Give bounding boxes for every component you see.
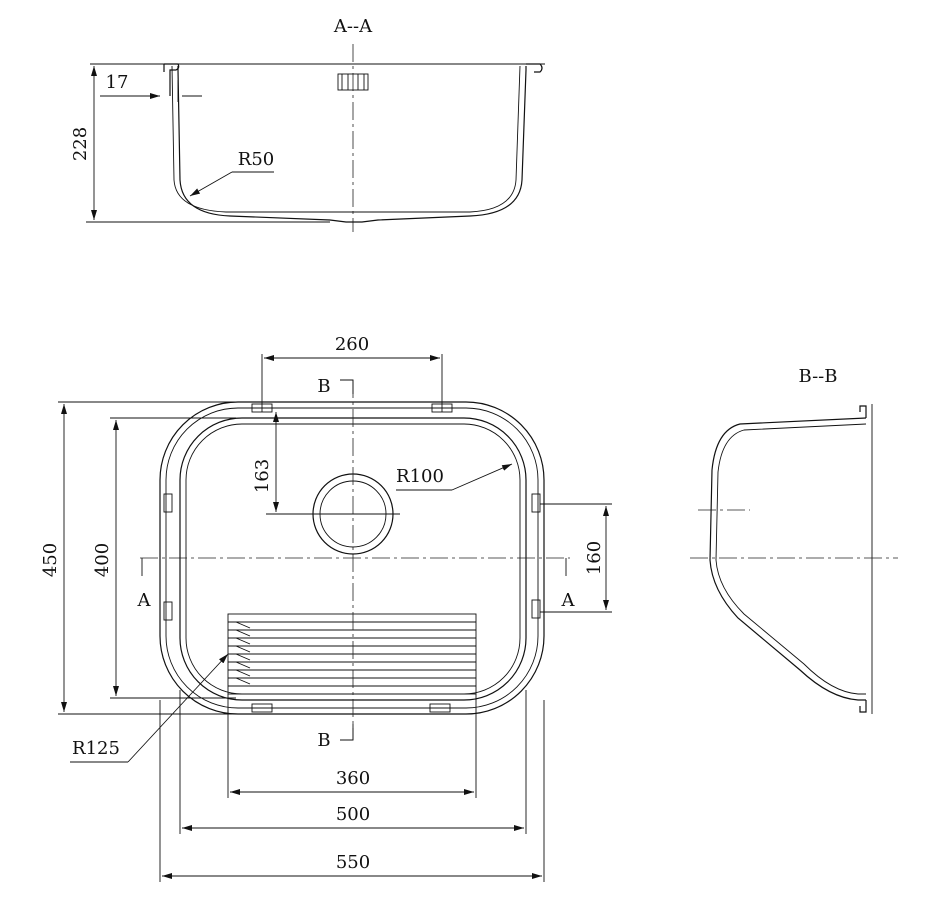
bowl-profile-inner <box>171 65 521 213</box>
section-b-bottom-mark: B <box>317 730 330 751</box>
depth-dim-label: 228 <box>70 127 91 161</box>
r100-label: R100 <box>396 466 444 487</box>
section-b-top-mark: B <box>317 376 330 397</box>
r50-leader <box>189 171 233 197</box>
flange-dim-label: 17 <box>106 72 129 93</box>
left-rim-hook <box>164 63 180 96</box>
outer-width-label: 550 <box>336 852 370 873</box>
section-b-b-view: B--B <box>690 366 898 714</box>
bowl-profile-outer <box>163 64 527 223</box>
sink-rim-inner-edge <box>165 407 539 709</box>
mounting-clips <box>163 403 541 713</box>
drain-fitting-icon <box>337 73 369 91</box>
drain-spacing-label: 260 <box>335 334 369 355</box>
section-b-b-profile-inner <box>715 423 867 695</box>
drainer-grooves <box>227 613 477 695</box>
right-rim-hook <box>526 63 543 73</box>
section-a-a-title: A--A <box>333 16 373 37</box>
outer-depth-label: 450 <box>40 543 61 577</box>
section-a-right-mark: A <box>561 590 576 611</box>
section-b-b-title: B--B <box>799 366 838 387</box>
section-b-b-profile <box>709 417 867 701</box>
inner-width-label: 500 <box>336 804 370 825</box>
inner-depth-label: 400 <box>92 543 113 577</box>
section-a-left-mark: A <box>137 590 152 611</box>
r50-label: R50 <box>238 149 274 170</box>
bracket-spacing-label: 160 <box>584 541 605 575</box>
r125-leader <box>127 653 229 763</box>
section-b-top-hook <box>859 405 867 418</box>
drainer-width-label: 360 <box>336 768 370 789</box>
sink-outer-rim <box>159 401 545 715</box>
drain-offset-label: 163 <box>252 459 273 493</box>
plan-view: B B A A 260 163 R100 160 450 400 <box>40 334 612 882</box>
section-a-a-view: A--A 17 228 R50 <box>70 16 545 232</box>
section-b-bottom-hook <box>859 700 867 713</box>
r125-label: R125 <box>72 738 120 759</box>
r100-leader <box>451 463 513 491</box>
